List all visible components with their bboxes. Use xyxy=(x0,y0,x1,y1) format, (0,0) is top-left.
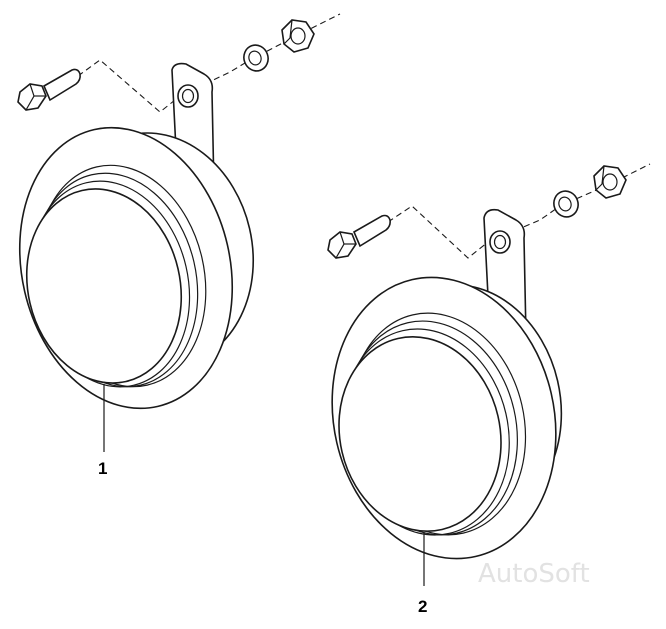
callout-1: 1 xyxy=(98,459,107,478)
horn-body-2 xyxy=(331,208,563,560)
horn-assembly-2: 2 xyxy=(327,163,651,616)
bolt-1 xyxy=(17,68,81,111)
horn-assembly-1: 1 xyxy=(17,13,341,478)
bracket-hole-2 xyxy=(489,230,511,254)
callout-2: 2 xyxy=(418,597,427,616)
horn-body-1 xyxy=(18,62,255,410)
lock-washer-2 xyxy=(553,190,579,218)
lock-washer-1 xyxy=(243,44,269,72)
assembly-line-1 xyxy=(77,13,341,113)
bracket-hole-1 xyxy=(177,84,199,108)
bolt-2 xyxy=(327,214,391,259)
watermark-text: AutoSoft xyxy=(478,559,590,589)
hex-nut-2 xyxy=(593,165,627,199)
assembly-line-2 xyxy=(387,163,651,259)
hex-nut-1 xyxy=(281,19,315,53)
